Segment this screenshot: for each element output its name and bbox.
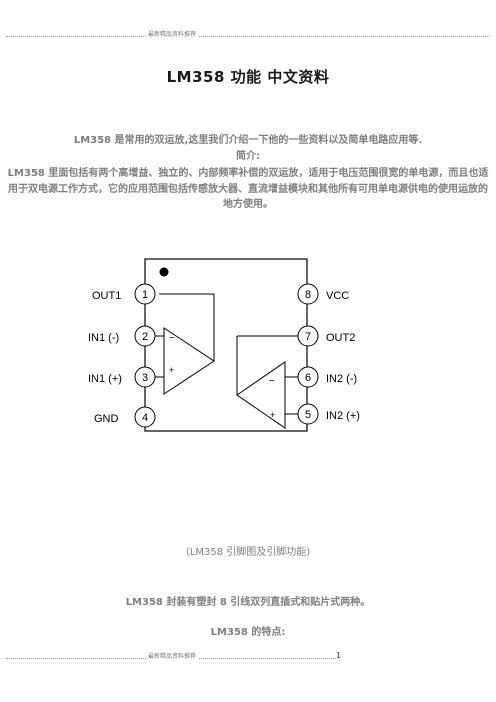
pin-7: 7 OUT2 [297, 325, 355, 347]
features-heading: LM358 的特点: [210, 627, 286, 638]
op-amp-2-minus: − [269, 376, 275, 387]
pin-number: 4 [142, 412, 148, 424]
header-text: 最新精品资料推荐 [146, 29, 199, 38]
pin-label: OUT1 [92, 290, 121, 302]
intro-paragraph: LM358 里面包括有两个高增益、独立的、内部频率补偿的双运放，适用于电压范围很… [7, 168, 489, 210]
package-text: LM358 封装有塑封 8 引线双列直插式和贴片式两种。 [125, 597, 371, 608]
pin-4: 4 GND [94, 406, 156, 428]
pin-label: VCC [326, 290, 349, 302]
pin-label: OUT2 [326, 332, 355, 344]
pin-number: 7 [305, 331, 311, 343]
pin-number: 3 [142, 372, 148, 384]
summary-line: LM358 是常用的双运放,这里我们介绍一下他的一些资料以及简单电路应用等. [73, 135, 423, 146]
pin-number: 5 [305, 409, 311, 421]
op-amp-2-plus: + [270, 410, 275, 420]
pin-label: IN1 (-) [88, 332, 119, 344]
op-amp-2 [236, 361, 286, 429]
page-number: 1 [336, 651, 342, 660]
pin-label: IN2 (+) [326, 410, 360, 422]
pin-number: 6 [305, 372, 311, 384]
pin-number: 2 [142, 331, 148, 343]
op-amp-1-plus: + [169, 365, 174, 375]
pin-8: 8 VCC [297, 283, 349, 305]
op-amp-1 [163, 327, 215, 395]
pin-label: IN1 (+) [88, 373, 122, 385]
diagram-caption: (LM358 引脚图及引脚功能) [185, 547, 311, 558]
pin-label: GND [94, 413, 119, 425]
pin-label: IN2 (-) [326, 373, 357, 385]
pin-2: 2 IN1 (-) [88, 325, 156, 347]
page-title: LM358 功能 中文资料 [166, 68, 330, 86]
pin1-marker [159, 267, 169, 277]
intro-heading: 简介: [236, 151, 260, 162]
pin-5: 5 IN2 (+) [297, 403, 360, 425]
pin-3: 3 IN1 (+) [88, 366, 156, 388]
pin-number: 1 [142, 289, 148, 301]
pin-1: 1 OUT1 [92, 283, 156, 305]
footer-text: 最新精品资料推荐 [146, 651, 199, 660]
pin-6: 6 IN2 (-) [297, 366, 357, 388]
header-rule [6, 36, 490, 37]
op-amp-1-minus: − [169, 333, 175, 344]
pin-number: 8 [305, 289, 311, 301]
